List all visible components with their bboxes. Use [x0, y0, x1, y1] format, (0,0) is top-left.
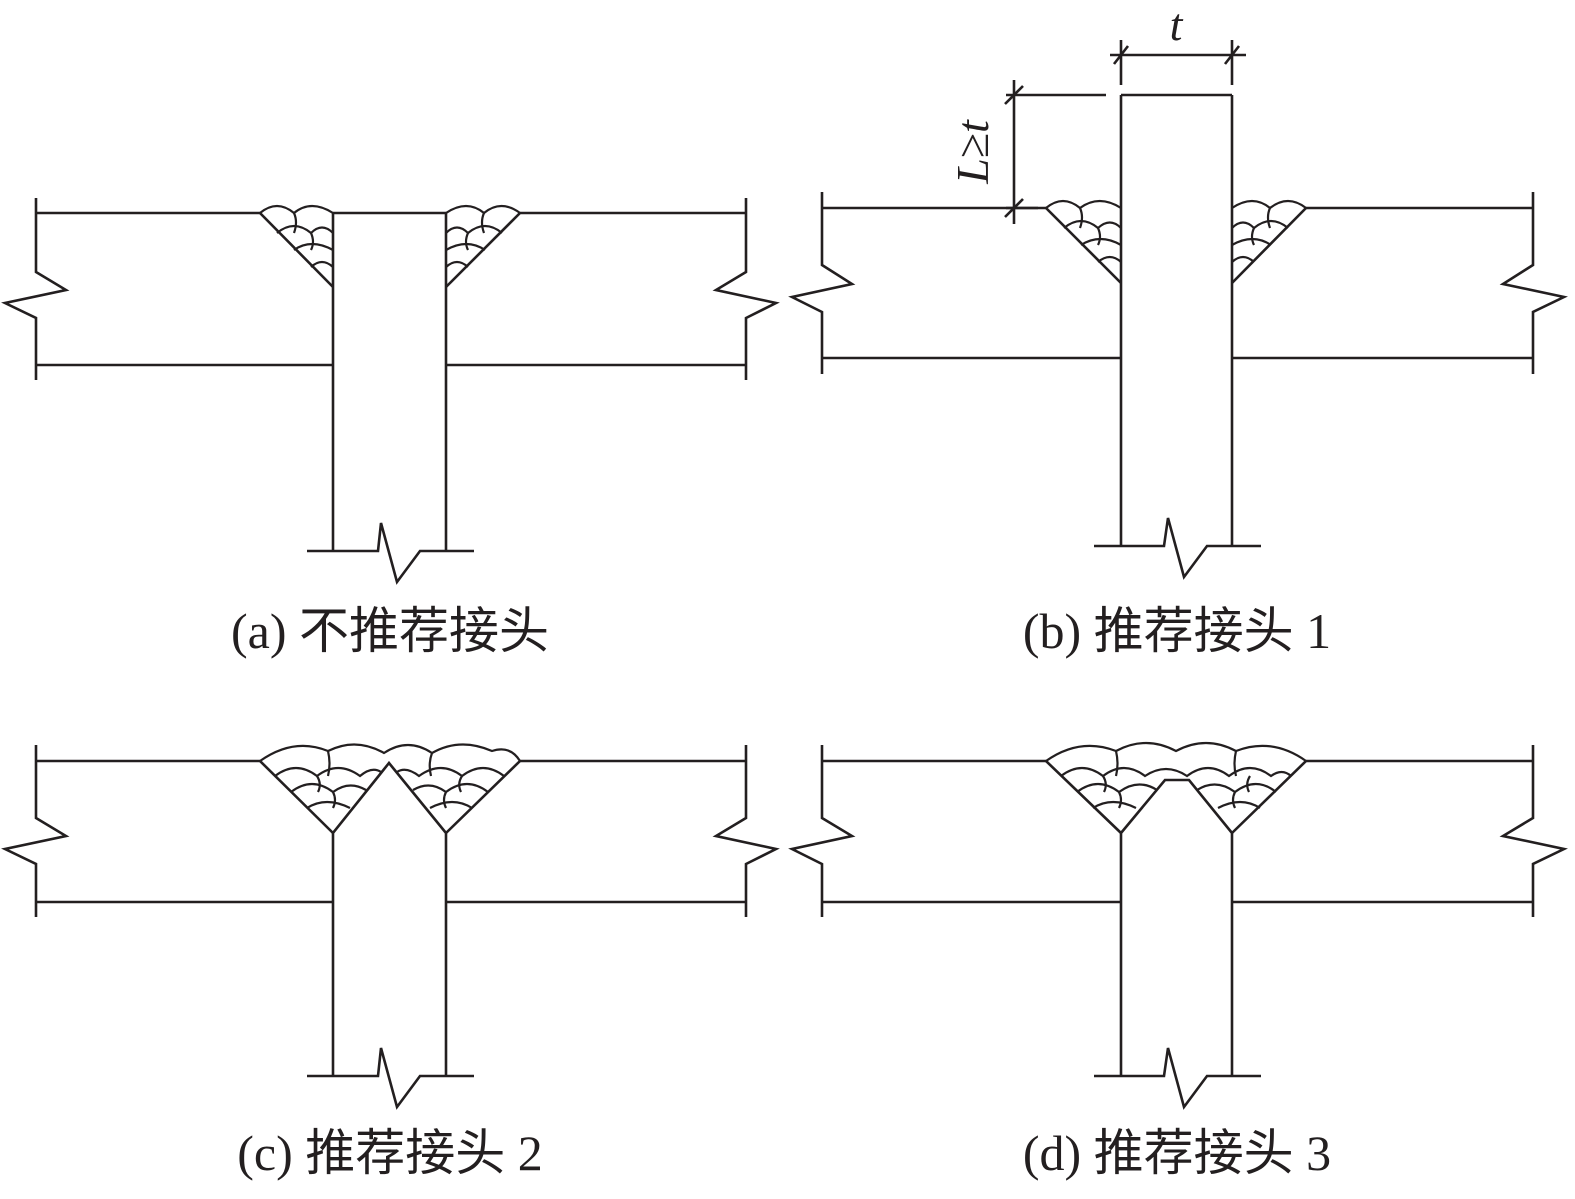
fillet-weld-left	[259, 204, 334, 288]
plate-vertical-beveled	[307, 760, 474, 1110]
plate-vertical-beveled-root-face	[1094, 778, 1261, 1110]
panel-c: (c) 推荐接头 2	[1, 743, 780, 1181]
caption-d: (d) 推荐接头 3	[1023, 1125, 1331, 1181]
caption-a: (a) 不推荐接头	[231, 603, 549, 659]
plate-horizontal	[788, 192, 1568, 374]
plate-horizontal	[1, 745, 780, 917]
plate-horizontal	[1, 198, 780, 380]
dimension-length: L≥t	[947, 80, 1106, 224]
groove-weld-double-bevel	[259, 743, 521, 834]
panel-d: (d) 推荐接头 3	[788, 741, 1568, 1181]
fillet-weld-right	[445, 204, 521, 288]
caption-c: (c) 推荐接头 2	[237, 1125, 543, 1181]
thickness-label: t	[1170, 0, 1184, 50]
fillet-weld-left	[1045, 199, 1122, 284]
dimension-thickness: t	[1110, 0, 1246, 85]
length-label: L≥t	[947, 119, 998, 185]
plate-horizontal	[788, 745, 1568, 917]
caption-b: (b) 推荐接头 1	[1023, 603, 1331, 659]
panel-b: t L≥t (b) 推荐接头 1	[788, 0, 1568, 659]
plate-vertical-extended	[1094, 93, 1261, 580]
fillet-weld-right	[1231, 199, 1307, 284]
groove-weld-double-bevel	[1045, 741, 1307, 834]
panel-a: (a) 不推荐接头	[1, 198, 780, 659]
plate-vertical	[307, 213, 474, 585]
